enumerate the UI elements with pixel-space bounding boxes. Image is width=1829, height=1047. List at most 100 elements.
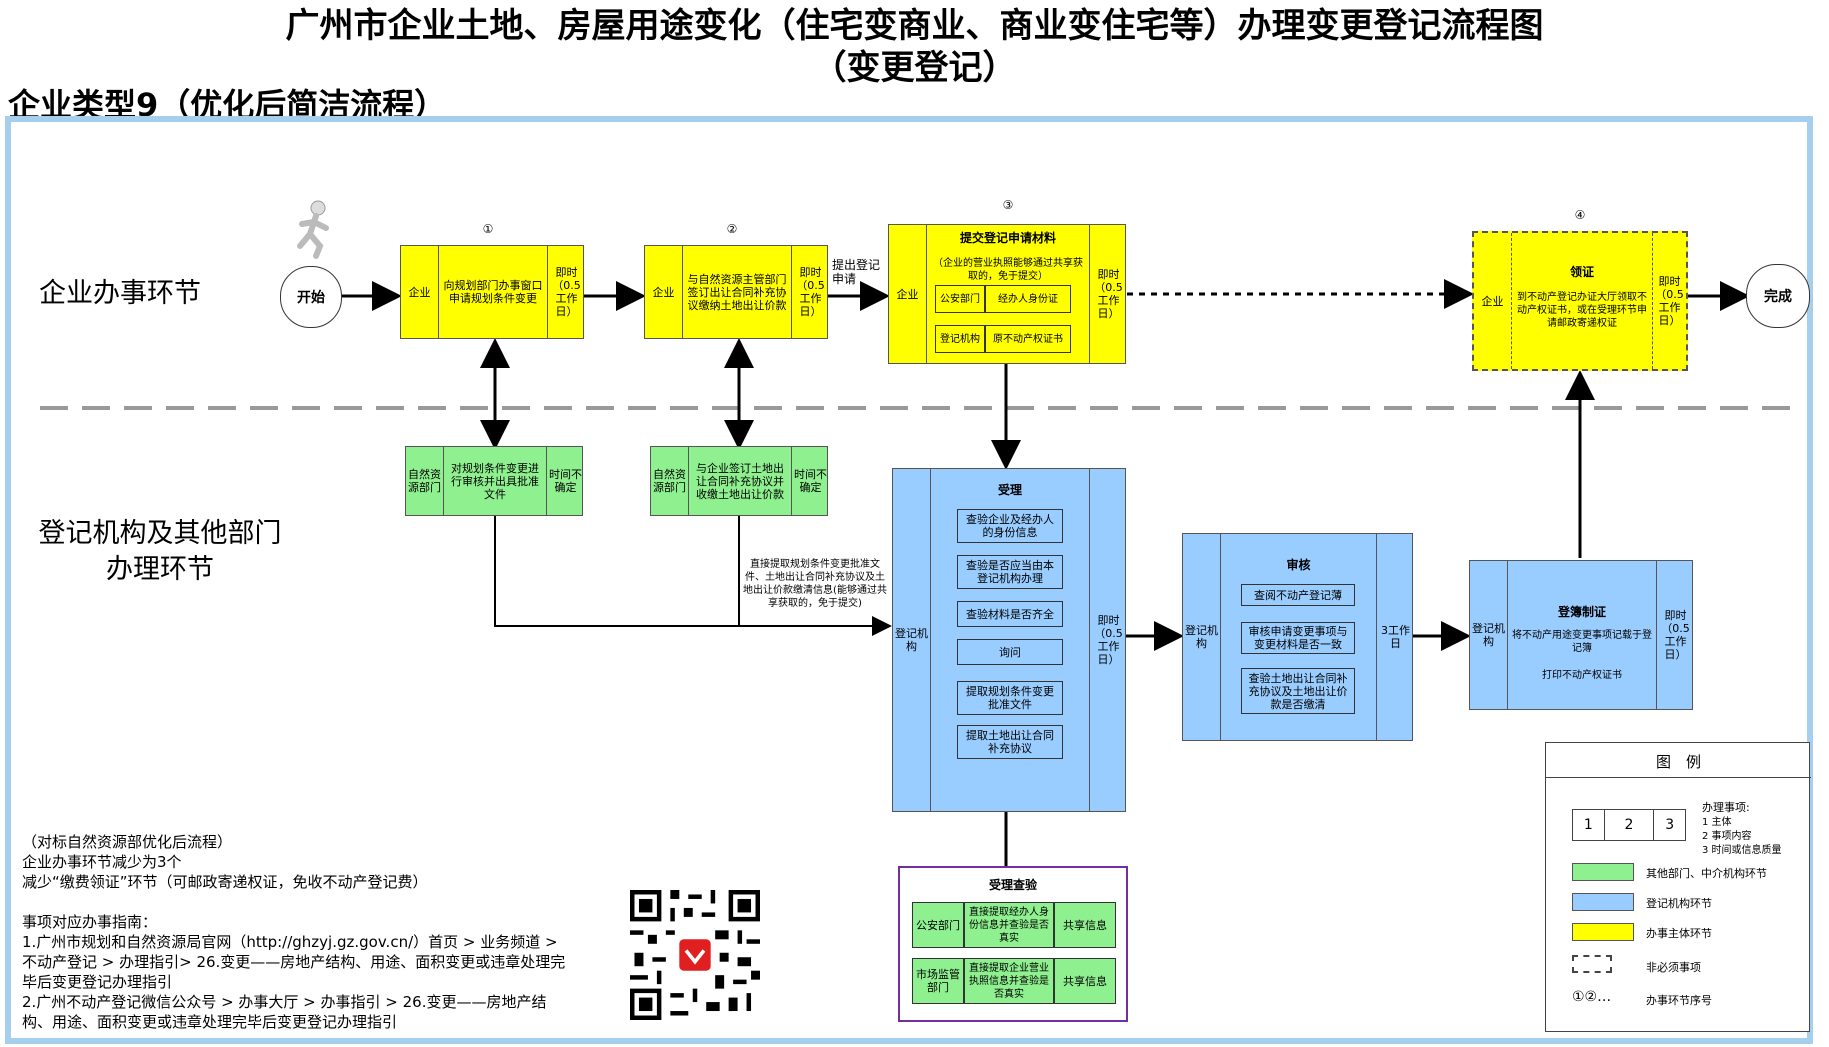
- step2-box: 企业 与自然资源主管部门签订出让合同补充协议缴纳土地出让价款 即时（0.5工作日…: [644, 245, 828, 339]
- accept-title: 受理: [997, 483, 1022, 497]
- verify-r2-content: 直接提取企业营业执照信息并查验是否真实: [964, 958, 1054, 1004]
- step3-box: 企业 提交登记申请材料 （企业的营业执照能够通过共享获取的，免于提交） 公安部门…: [888, 224, 1126, 364]
- review-item-2: 审核申请变更事项与变更材料是否一致: [1241, 622, 1355, 654]
- accept-item-6: 提取土地出让合同补充协议: [957, 725, 1063, 759]
- legend-dashed-swatch: [1572, 955, 1612, 973]
- step3-r1-dept: 公安部门: [935, 285, 985, 313]
- page-subtitle: （变更登记）: [812, 48, 1017, 88]
- legend-matter-3: 3 时间或信息质量: [1702, 845, 1782, 856]
- legend-seq-symbol: ①②…: [1572, 989, 1612, 1005]
- accept-subject: 登记机构: [893, 469, 931, 811]
- note-line: 1.广州市规划和自然资源局官网（http://ghzyj.gz.gov.cn/）…: [22, 933, 558, 951]
- step1-number: ①: [482, 222, 494, 236]
- step1-box: 企业 向规划部门办事窗口申请规划条件变更 即时（0.5工作日）: [400, 245, 584, 339]
- step4-title: 领证: [1569, 265, 1594, 279]
- note-line: 不动产登记 > 办理指引> 26.变更——房地产结构、用途、面积变更或违章处理完: [22, 953, 566, 971]
- step4-subject: 企业: [1474, 233, 1512, 369]
- register-title: 登簿制证: [1557, 605, 1606, 619]
- verify-r2-share: 共享信息: [1054, 958, 1116, 1004]
- step1-time: 即时（0.5工作日）: [547, 246, 585, 338]
- accept-item-2: 查验是否应当由本登记机构办理: [957, 555, 1063, 589]
- accept-body: 受理 查验企业及经办人的身份信息 查验是否应当由本登记机构办理 查验材料是否齐全…: [931, 469, 1089, 813]
- accept-item-4: 询问: [957, 639, 1063, 665]
- legend-blue-swatch: [1572, 893, 1634, 911]
- verify-r2-dept: 市场监管部门: [912, 958, 964, 1004]
- register-body: 登簿制证 将不动产用途变更事项记载于登记簿 打印不动产权证书: [1508, 561, 1656, 711]
- step3-subject: 企业: [889, 225, 927, 363]
- running-person-icon: [297, 200, 329, 259]
- verify-title: 受理查验: [988, 878, 1037, 892]
- green1-box: 自然资源部门 对规划条件变更进行审核并出具批准文件 时间不确定: [405, 446, 583, 516]
- step3-r2-doc: 原不动产权证书: [985, 325, 1071, 353]
- note-line: 构、用途、面积变更或违章处理完毕后变更登记办理指引: [22, 1013, 398, 1031]
- register-subject: 登记机构: [1470, 561, 1508, 709]
- review-box: 登记机构 审核 查阅不动产登记薄 审核申请变更事项与变更材料是否一致 查验土地出…: [1182, 533, 1413, 741]
- legend-matter-sample: 1 2 3: [1572, 809, 1686, 841]
- legend: 图 例 1 2 3 办理事项: 1 主体 2 事项内容 3 时间或信息质量 其他…: [1545, 742, 1811, 1032]
- green1-time: 时间不确定: [546, 447, 584, 515]
- step3-body: 提交登记申请材料 （企业的营业执照能够通过共享获取的，免于提交） 公安部门 经办…: [927, 225, 1089, 365]
- start-node: 开始: [280, 266, 342, 328]
- legend-title: 图 例: [1655, 753, 1701, 771]
- review-body: 审核 查阅不动产登记薄 审核申请变更事项与变更材料是否一致 查验土地出让合同补充…: [1221, 534, 1376, 742]
- legend-green-swatch: [1572, 863, 1634, 881]
- step3-r2-dept: 登记机构: [935, 325, 985, 353]
- step3-r1-doc: 经办人身份证: [985, 285, 1071, 313]
- step4-content: 到不动产登记办证大厅领取不动产权证书，或在受理环节申请邮政寄递权证: [1517, 292, 1647, 329]
- register-time: 即时（0.5工作日）: [1656, 561, 1694, 709]
- step2-content: 与自然资源主管部门签订出让合同补充协议缴纳土地出让价款: [687, 272, 787, 312]
- legend-cell: 1: [1573, 810, 1605, 840]
- step4-number: ④: [1574, 208, 1586, 222]
- register-content-2: 打印不动产权证书: [1542, 670, 1622, 681]
- review-subject: 登记机构: [1183, 534, 1221, 740]
- note-line: 事项对应办事指南：: [22, 913, 158, 931]
- lane-label-enterprise: 企业办事环节: [39, 278, 201, 309]
- step3-number: ③: [1002, 198, 1014, 212]
- verify-r1-share: 共享信息: [1054, 902, 1116, 948]
- legend-green-label: 其他部门、中介机构环节: [1646, 867, 1767, 880]
- legend-matter-2: 2 事项内容: [1702, 831, 1752, 842]
- green2-content: 与企业签订土地出让合同补充协议并收缴土地出让价款: [696, 461, 784, 501]
- review-title: 审核: [1286, 558, 1311, 572]
- legend-matter-1: 1 主体: [1702, 817, 1732, 828]
- note-line: （对标自然资源部优化后流程）: [22, 833, 233, 851]
- green2-time: 时间不确定: [791, 447, 829, 515]
- register-content-1: 将不动产用途变更事项记载于登记簿: [1512, 630, 1652, 654]
- step2-time: 即时（0.5工作日）: [791, 246, 829, 338]
- lane-label-registry-2: 办理环节: [106, 554, 214, 585]
- verify-box: 受理查验 公安部门 直接提取经办人身份信息并查验是否真实 共享信息 市场监管部门…: [898, 866, 1128, 1022]
- notes-block: （对标自然资源部优化后流程） 企业办事环节减少为3个 减少“缴费领证”环节（可邮…: [22, 832, 565, 1032]
- review-time: 3工作日: [1376, 534, 1414, 740]
- lane-label-registry-1: 登记机构及其他部门: [38, 518, 282, 549]
- legend-dashed-label: 非必须事项: [1646, 961, 1701, 974]
- end-node: 完成: [1746, 264, 1810, 328]
- green2-subject: 自然资源部门: [651, 447, 689, 515]
- legend-yellow-swatch: [1572, 923, 1634, 941]
- accept-item-5: 提取规划条件变更批准文件: [957, 681, 1063, 715]
- qr-code-icon: [630, 890, 760, 1020]
- legend-cell: 3: [1665, 817, 1675, 833]
- step2-subject: 企业: [645, 246, 683, 338]
- accept-box: 登记机构 受理 查验企业及经办人的身份信息 查验是否应当由本登记机构办理 查验材…: [892, 468, 1126, 812]
- step2-number: ②: [726, 222, 738, 236]
- note-line: 毕后变更登记办理指引: [22, 973, 173, 991]
- legend-blue-label: 登记机构环节: [1646, 897, 1712, 910]
- review-item-1: 查阅不动产登记薄: [1241, 584, 1355, 606]
- submit-application-label: 提出登记申请: [832, 258, 881, 286]
- note-line: 减少“缴费领证”环节（可邮政寄递权证，免收不动产登记费）: [22, 873, 428, 891]
- register-box: 登记机构 登簿制证 将不动产用途变更事项记载于登记簿 打印不动产权证书 即时（0…: [1469, 560, 1693, 710]
- verify-r1-dept: 公安部门: [912, 902, 964, 948]
- verify-r1-content: 直接提取经办人身份信息并查验是否真实: [964, 902, 1054, 948]
- green1-subject: 自然资源部门: [406, 447, 444, 515]
- step4-body: 领证 到不动产登记办证大厅领取不动产权证书，或在受理环节申请邮政寄递权证: [1512, 233, 1652, 369]
- note-line: 2.广州不动产登记微信公众号 > 办事大厅 > 办事指引 > 26.变更——房地…: [22, 993, 547, 1011]
- review-item-3: 查验土地出让合同补充协议及土地出让价款是否缴清: [1241, 668, 1355, 714]
- step1-subject: 企业: [401, 246, 439, 338]
- extract-note: 直接提取规划条件变更批准文件、土地出让合同补充协议及土地出让价款缴清信息(能够通…: [743, 559, 887, 609]
- accept-item-1: 查验企业及经办人的身份信息: [957, 509, 1063, 543]
- step1-content: 向规划部门办事窗口申请规划条件变更: [443, 279, 543, 305]
- legend-cell: 2: [1605, 810, 1655, 840]
- step4-box: 企业 领证 到不动产登记办证大厅领取不动产权证书，或在受理环节申请邮政寄递权证 …: [1472, 231, 1688, 371]
- accept-item-3: 查验材料是否齐全: [957, 601, 1063, 627]
